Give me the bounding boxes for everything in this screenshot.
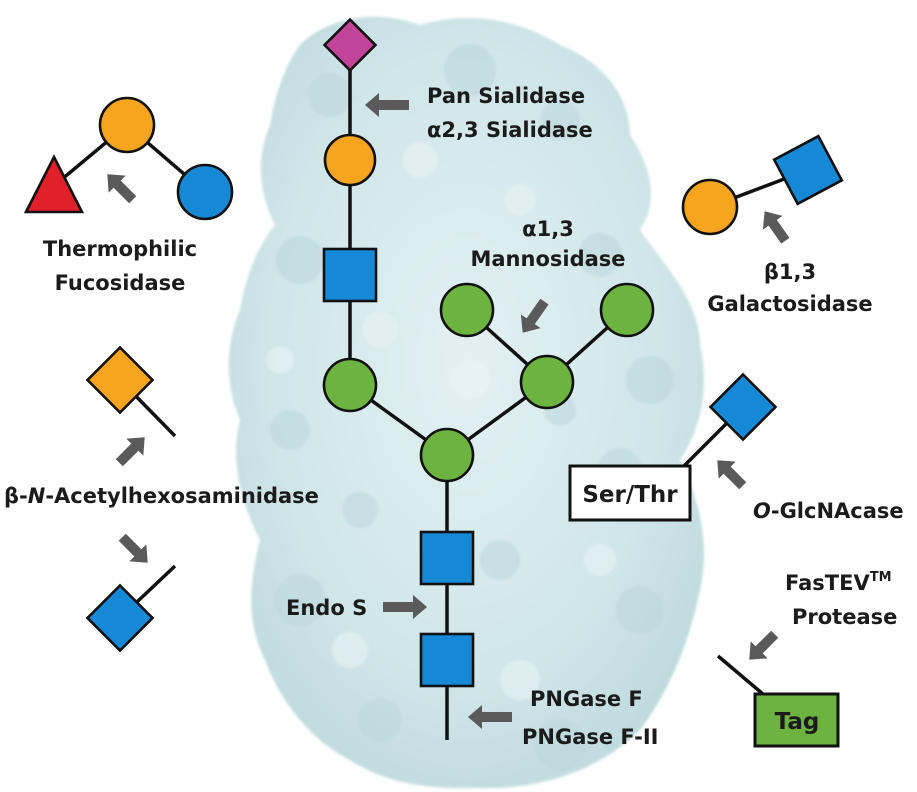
- galnac-diamond: [85, 345, 155, 415]
- fucose-fragment: [23, 96, 234, 221]
- hexosaminidase-prefix: β-: [4, 484, 28, 508]
- hexosaminidase-label: β-N-Acetylhexosaminidase: [4, 484, 319, 508]
- b13-label: β1,3: [764, 260, 816, 284]
- fucosidase-arrow-icon: [107, 174, 137, 204]
- mannose-circle: [322, 357, 378, 413]
- galactose-circle: [323, 133, 377, 187]
- endo-s-label: Endo S: [286, 596, 367, 620]
- galactosidase-arrow-icon: [762, 211, 790, 244]
- ser-thr-box: [568, 464, 692, 522]
- fastev-label: FasTEVTM: [785, 570, 892, 595]
- endo-s-arrow-icon: [383, 595, 427, 619]
- o-glcnac-fragment: Ser/Thr: [568, 372, 778, 522]
- hexosaminidase-italic: N: [28, 484, 46, 508]
- tag-box: [753, 692, 840, 748]
- protein-surface-background: [228, 16, 704, 789]
- galactose-circle: [98, 96, 156, 154]
- fastev-trademark: TM: [870, 570, 892, 585]
- fucosidase-label: Fucosidase: [55, 271, 186, 295]
- mannosidase-arrow-icon: [520, 298, 549, 333]
- pngase-arrow-icon: [468, 705, 512, 729]
- tag-label: Tag: [775, 709, 820, 735]
- sialic-acid-diamond: [322, 17, 378, 73]
- core-glcnac-square: [419, 632, 475, 688]
- o-glcnacase-label: O-GlcNAcase: [753, 499, 904, 523]
- o-glcnacase-rest: -GlcNAcase: [771, 499, 904, 523]
- mannose-circle: [599, 282, 655, 338]
- o-glcnac-diamond: [708, 372, 778, 442]
- pngase-f-label: PNGase F: [530, 687, 643, 711]
- galactose-fragment: [681, 134, 844, 236]
- pngase-f-ii-label: PNGase F-II: [522, 725, 658, 749]
- o-glcnacase-arrow-icon: [717, 460, 747, 490]
- core-glcnac-square: [419, 530, 475, 586]
- galnac-square: [772, 134, 844, 206]
- hexnac-diamond: [85, 583, 155, 653]
- a13-label: α1,3: [522, 217, 574, 241]
- hexosaminidase-fragment-top: [85, 345, 177, 438]
- fucose-triangle: [23, 154, 85, 214]
- fastev-arrow-icon: [749, 630, 779, 660]
- mannosidase-label: Mannosidase: [470, 247, 625, 271]
- tag-fragment: Tag: [716, 654, 840, 748]
- mannose-circle: [439, 282, 495, 338]
- glcnac-square: [322, 247, 378, 303]
- protein-surface-highlights: [266, 142, 616, 700]
- protease-label: Protease: [792, 605, 897, 629]
- o-glcnacase-italic: O: [753, 499, 771, 523]
- mannose-circle: [519, 354, 575, 410]
- fastev-name: FasTEV: [785, 571, 870, 595]
- enzyme-labels: Pan Sialidase α2,3 Sialidase Thermophili…: [4, 84, 904, 749]
- thermophilic-label: Thermophilic: [43, 237, 197, 261]
- core-mannose-circle: [419, 427, 475, 483]
- glucose-circle: [176, 163, 234, 221]
- pan-sialidase-label: Pan Sialidase: [427, 84, 585, 108]
- hexosaminidase-up-arrow-icon: [115, 437, 145, 467]
- galactose-circle: [681, 178, 739, 236]
- pan-sialidase-arrow-icon: [365, 93, 409, 117]
- hexosaminidase-fragment-bottom: [85, 564, 177, 653]
- hexosaminidase-suffix: -Acetylhexosaminidase: [45, 484, 319, 508]
- a23-sialidase-label: α2,3 Sialidase: [427, 118, 593, 142]
- protein-surface-shape: [228, 16, 704, 789]
- arrows: [107, 93, 790, 729]
- n-glycan-structure: [322, 17, 655, 740]
- ser-thr-label: Ser/Thr: [582, 482, 678, 508]
- galactosidase-label: Galactosidase: [707, 292, 872, 316]
- hexosaminidase-down-arrow-icon: [118, 533, 148, 563]
